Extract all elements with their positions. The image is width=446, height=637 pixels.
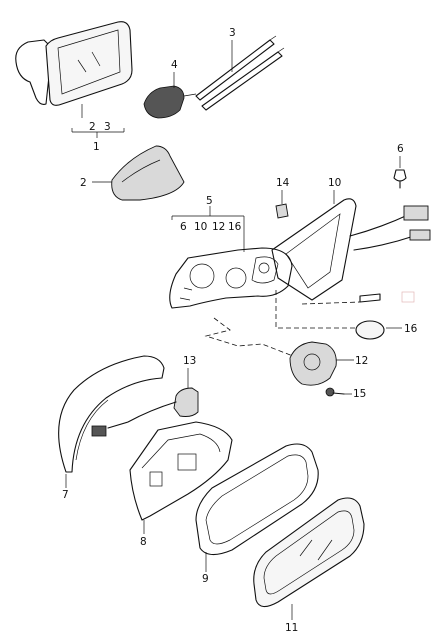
part-9-mirror-frame	[195, 443, 319, 556]
part-6-screw	[393, 169, 407, 189]
callout-2: 2	[80, 177, 87, 189]
part-14-clip	[275, 203, 289, 219]
part-10-mirror-base	[271, 198, 431, 301]
part-16-cap	[355, 320, 385, 340]
callout-15: 15	[353, 388, 366, 400]
callout-3: 3	[229, 27, 236, 39]
callout-7: 7	[62, 489, 69, 501]
part-5-mirror-bracket	[169, 247, 293, 309]
part-3-cable-set	[195, 35, 285, 111]
callout-5-sub-d: 16	[228, 221, 242, 233]
part-4-motor	[143, 85, 197, 119]
part-15-screw	[325, 387, 345, 397]
callout-5-sub-b: 10	[194, 221, 207, 233]
callout-16: 16	[404, 323, 418, 335]
callout-1-sub-b: 3	[104, 121, 111, 133]
callout-14: 14	[276, 177, 290, 189]
callout-4: 4	[171, 59, 178, 71]
callout-10: 10	[328, 177, 341, 189]
part-13-connector	[91, 387, 199, 437]
callout-5-sub-a: 6	[180, 221, 187, 233]
callout-6: 6	[397, 143, 404, 155]
callout-13: 13	[183, 355, 196, 367]
callout-8: 8	[140, 536, 147, 548]
callout-1-bracket	[71, 104, 125, 138]
part-7-housing-shell	[58, 355, 165, 473]
callout-12: 12	[355, 355, 368, 367]
callout-9: 9	[202, 573, 209, 585]
base-bolt	[359, 291, 415, 303]
part-2-triangle-cover	[111, 145, 185, 201]
callout-11: 11	[285, 622, 298, 634]
part-8-inner-carrier	[129, 421, 233, 521]
callout-1: 1	[93, 141, 100, 153]
callout-5-sub-c: 12	[212, 221, 225, 233]
part-12-adjustment-motor	[289, 341, 337, 386]
part-1-mirror-assembly	[15, 21, 133, 106]
part-11-mirror-glass	[253, 497, 365, 608]
assembly-dashed-lines	[204, 290, 361, 359]
callout-5-bracket	[171, 206, 245, 252]
callout-5: 5	[206, 195, 213, 207]
callout-1-sub-a: 2	[89, 121, 96, 133]
